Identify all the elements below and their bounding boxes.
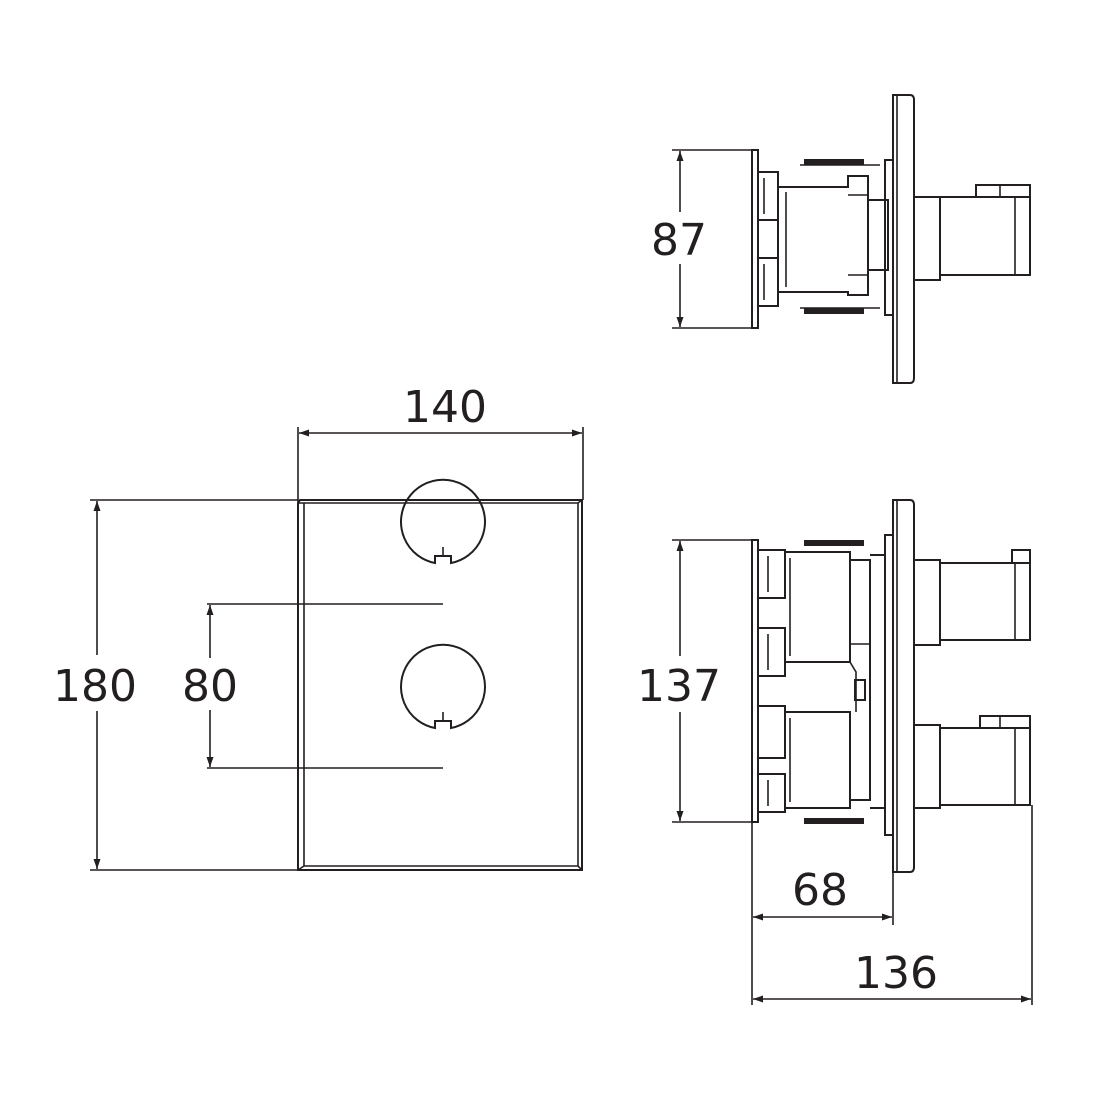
top-wall-plate — [892, 94, 915, 384]
dim-handle-spacing-label: 80 — [182, 661, 238, 712]
faceplate-edge — [297, 499, 583, 871]
top-handle — [914, 196, 941, 281]
faceplate-outline — [297, 499, 583, 871]
dimension-front-width: 140 — [297, 382, 584, 503]
dim-side-height-label: 137 — [637, 661, 721, 712]
dimension-handle-spacing: 80 — [175, 605, 245, 767]
dimension-top-height: 87 — [640, 149, 758, 329]
side-view: 137 68 136 — [630, 499, 1033, 1005]
lower-handle-knob — [400, 643, 486, 730]
dim-overall-depth-label: 136 — [854, 948, 938, 999]
dimension-front-height: 180 — [48, 499, 298, 871]
dim-depth-to-plate-label: 68 — [792, 865, 848, 916]
side-lower-handle — [914, 724, 941, 809]
side-wall-plate — [892, 499, 915, 873]
dimension-side-height: 137 — [630, 539, 758, 823]
dimension-depth-to-plate: 68 — [751, 822, 894, 1005]
dim-front-width-label: 140 — [403, 382, 487, 433]
front-view: 140 180 80 — [48, 382, 584, 871]
dim-front-height-label: 180 — [53, 661, 137, 712]
upper-handle-knob — [400, 478, 486, 565]
dimension-overall-depth: 136 — [753, 805, 1033, 1005]
top-back-box — [751, 149, 759, 329]
side-upper-handle — [914, 559, 941, 646]
top-view: 87 — [640, 94, 1031, 384]
dim-top-height-label: 87 — [651, 215, 707, 266]
side-back-box — [751, 539, 759, 823]
